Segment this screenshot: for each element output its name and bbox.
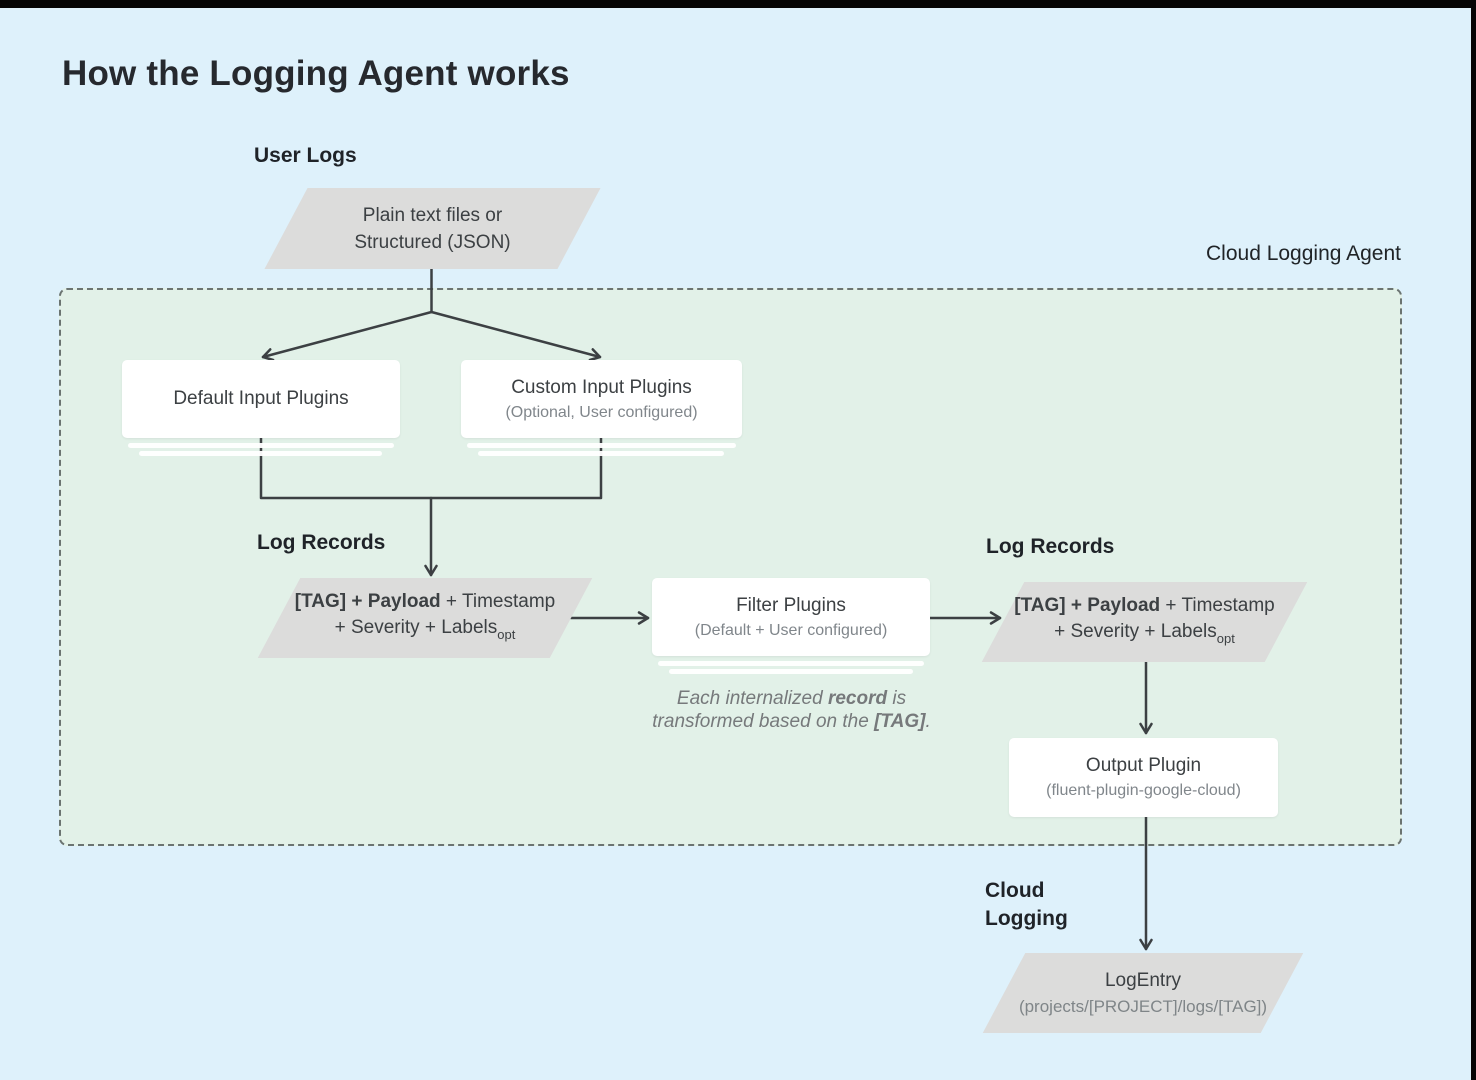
stack-line bbox=[478, 451, 724, 456]
custom-input-title: Custom Input Plugins bbox=[511, 376, 692, 398]
node-filter-plugins: Filter Plugins (Default + User configure… bbox=[652, 578, 930, 656]
label-log-records-right: Log Records bbox=[986, 535, 1115, 558]
stack-line bbox=[658, 661, 924, 666]
note-line1: Each internalized record is bbox=[676, 688, 907, 709]
log-record-line2: + Severity + Labelsopt bbox=[334, 616, 516, 642]
filter-title: Filter Plugins bbox=[736, 594, 846, 616]
output-subtitle: (fluent-plugin-google-cloud) bbox=[1046, 782, 1241, 799]
stack-line bbox=[128, 443, 394, 448]
log-record-line1: [TAG] + Payload + Timestamp bbox=[294, 590, 556, 612]
window-right-edge bbox=[1471, 0, 1476, 1080]
default-input-title: Default Input Plugins bbox=[173, 388, 349, 409]
node-log-record-right-parallelogram: [TAG] + Payload + Timestamp + Severity +… bbox=[982, 582, 1307, 662]
wire-to-default-input bbox=[261, 310, 433, 362]
custom-input-subtitle: (Optional, User configured) bbox=[505, 403, 698, 421]
node-logentry-parallelogram: LogEntry (projects/[PROJECT]/logs/[TAG]) bbox=[983, 953, 1303, 1033]
note-line2: transformed based on the [TAG]. bbox=[652, 710, 931, 732]
node-log-record-left-parallelogram: [TAG] + Payload + Timestamp + Severity +… bbox=[258, 578, 592, 658]
logentry-title: LogEntry bbox=[1104, 969, 1182, 991]
log-record-line1: [TAG] + Payload + Timestamp bbox=[1014, 594, 1275, 616]
window-top-edge bbox=[0, 0, 1476, 8]
node-output-plugin: Output Plugin (fluent-plugin-google-clou… bbox=[1009, 738, 1278, 817]
label-user-logs: User Logs bbox=[254, 144, 357, 167]
transform-note: Each internalized record is transformed … bbox=[619, 688, 964, 733]
label-log-records-left: Log Records bbox=[257, 531, 386, 554]
node-custom-input-plugins: Custom Input Plugins (Optional, User con… bbox=[461, 360, 742, 438]
filter-subtitle: (Default + User configured) bbox=[694, 621, 888, 639]
stack-line bbox=[669, 669, 913, 674]
output-title: Output Plugin bbox=[1085, 755, 1202, 776]
stack-line bbox=[467, 443, 736, 448]
node-default-input-plugins: Default Input Plugins bbox=[122, 360, 400, 438]
node-user-logs-parallelogram: Plain text files or Structured (JSON) bbox=[265, 188, 600, 269]
user-input-line2: Structured (JSON) bbox=[354, 231, 511, 253]
page-title: How the Logging Agent works bbox=[62, 54, 570, 93]
user-input-line1: Plain text files or bbox=[362, 204, 503, 226]
wire-to-custom-input bbox=[430, 310, 602, 362]
label-cloud-logging: Cloud Logging bbox=[985, 879, 1068, 930]
log-record-line2: + Severity + Labelsopt bbox=[1054, 620, 1235, 646]
label-cloud-logging-agent: Cloud Logging Agent bbox=[1206, 242, 1401, 265]
logentry-subtitle: (projects/[PROJECT]/logs/[TAG]) bbox=[1018, 996, 1268, 1016]
stack-line bbox=[139, 451, 382, 456]
